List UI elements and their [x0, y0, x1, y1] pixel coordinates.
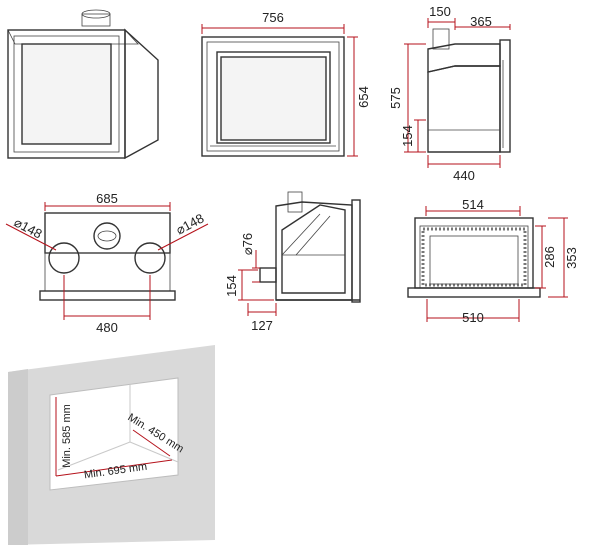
- flue-right-circle: [134, 242, 166, 274]
- top-view: 685 ⌀148 ⌀148 480: [5, 191, 209, 335]
- top-width-label: 685: [96, 191, 118, 206]
- niche-opening: [49, 377, 179, 491]
- side-height-label: 575: [388, 87, 403, 109]
- body-top: [7, 29, 139, 45]
- side-top-depth-label: 365: [470, 14, 492, 29]
- front-frame-profile: [407, 287, 541, 298]
- side-view: 150 365 575 154 440: [388, 4, 511, 183]
- section-view: ⌀76 154 127: [224, 191, 361, 333]
- plan-inner-width-label: 510: [462, 310, 484, 325]
- duct-diameter-label: ⌀76: [240, 233, 255, 255]
- side-bottom-height-label: 154: [400, 125, 415, 147]
- front-frame-profile: [39, 290, 176, 301]
- side-depth-label: 440: [453, 168, 475, 183]
- plan-inner-height-label: 286: [542, 246, 557, 268]
- side-top-offset-label: 150: [429, 4, 451, 19]
- flue-left-diameter-label: ⌀148: [12, 214, 45, 241]
- front-frame: [201, 36, 345, 157]
- flue-collar: [81, 13, 111, 27]
- front-height-label: 654: [356, 86, 371, 108]
- center-flue: [93, 222, 121, 250]
- front-width-label: 756: [262, 10, 284, 25]
- plan-view: 514 510 286 353: [407, 197, 579, 325]
- section-outline: [275, 201, 353, 301]
- side-body: [427, 65, 501, 153]
- niche-diagram: Min. 585 mm Min. 450 mm Min. 695 mm: [8, 345, 215, 545]
- niche-min-height-label: Min. 585 mm: [61, 404, 73, 468]
- plan-outer-height-label: 353: [564, 247, 579, 269]
- front-frame: [7, 29, 126, 159]
- front-frame-profile: [499, 39, 511, 153]
- glass-panel: [21, 43, 112, 145]
- duct-height-label: 154: [224, 275, 239, 297]
- air-duct: [259, 267, 277, 283]
- front-view: 756 654: [201, 10, 371, 157]
- flue-spacing-label: 480: [96, 320, 118, 335]
- plan-outer-width-label: 514: [462, 197, 484, 212]
- body-side: [124, 28, 159, 160]
- duct-offset-label: 127: [251, 318, 273, 333]
- perspective-view: [7, 9, 159, 160]
- flue-left-circle: [48, 242, 80, 274]
- glass-panel: [220, 56, 327, 141]
